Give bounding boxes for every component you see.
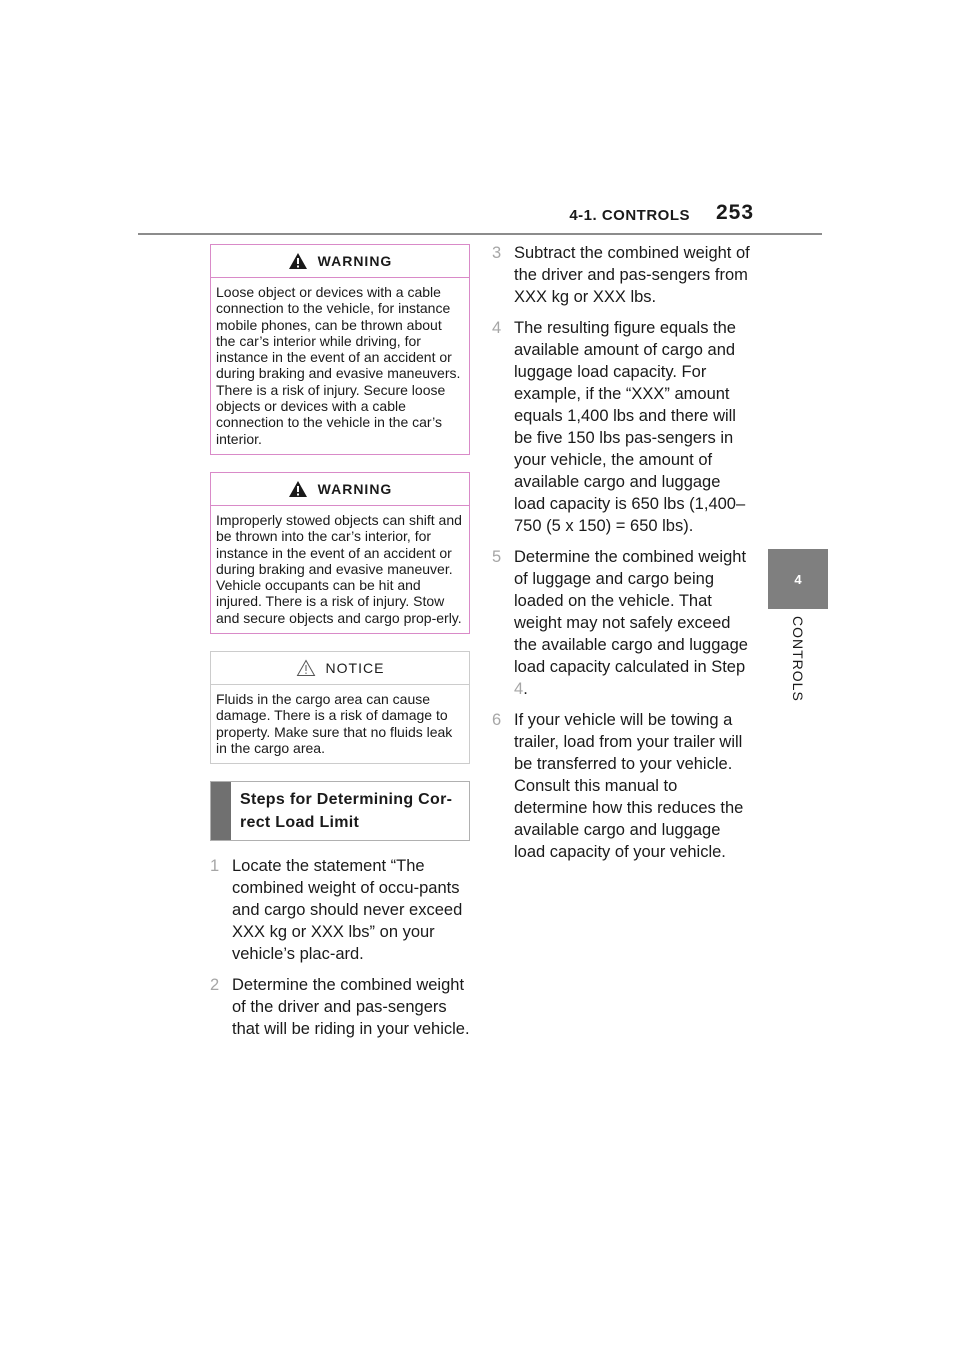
step-text: Subtract the combined weight of the driv…: [514, 244, 750, 306]
warning-text: Loose object or devices with a cable con…: [216, 284, 461, 447]
step-text: Determine the combined weight of the dri…: [232, 976, 470, 1039]
warning-title: WARNING: [317, 480, 393, 497]
section-heading-bar: [211, 782, 231, 841]
notice-text: Fluids in the cargo area can cause damag…: [216, 691, 453, 756]
notice-box: NOTICE Fluids in the cargo area can caus…: [210, 651, 470, 765]
warning-text: Improperly stowed objects can shift and …: [216, 511, 462, 626]
step-number: 4: [492, 319, 502, 337]
step-text-end: .: [523, 680, 528, 698]
step-number: 1: [210, 857, 220, 876]
chapter-tab-label-text: CONTROLS: [790, 616, 806, 702]
notice-box-header: NOTICE: [211, 652, 469, 686]
step-item: 6 If your vehicle will be towing a trail…: [492, 709, 754, 863]
steps-list-left: 1 Locate the statement “The combined wei…: [210, 855, 470, 1040]
step-item: 2 Determine the combined weight of the d…: [210, 974, 470, 1040]
warning-triangle-icon: [288, 253, 307, 269]
step-number: 2: [210, 976, 220, 995]
step-text: Determine the combined weight of luggage…: [514, 548, 748, 676]
chapter-tab-number: 4: [794, 571, 802, 587]
warning-box: WARNING Improperly stowed objects can sh…: [210, 471, 470, 635]
section-heading-text: Steps for Determining Cor-rect Load Limi…: [240, 791, 453, 832]
step-number: 3: [492, 244, 502, 262]
step-number: 6: [492, 711, 502, 729]
header-divider: [138, 233, 822, 235]
left-column: WARNING Loose object or devices with a c…: [210, 244, 470, 1049]
chapter-tab-label: CONTROLS: [770, 616, 826, 726]
step-item: 4 The resulting figure equals the availa…: [492, 317, 754, 537]
step-item: 5 Determine the combined weight of lugga…: [492, 546, 754, 700]
step-number: 5: [492, 548, 502, 566]
section-heading: Steps for Determining Cor-rect Load Limi…: [210, 781, 470, 842]
warning-title: WARNING: [317, 253, 393, 269]
page-number: 253: [716, 201, 755, 224]
step-item: 1 Locate the statement “The combined wei…: [210, 855, 470, 965]
step-text: Locate the statement “The combined weigh…: [232, 857, 463, 964]
warning-box-header: WARNING: [211, 245, 469, 278]
warning-box: WARNING Loose object or devices with a c…: [210, 244, 470, 455]
step-reference-link[interactable]: 4: [514, 680, 524, 698]
chapter-tab[interactable]: 4: [768, 549, 828, 609]
warning-triangle-icon: [288, 480, 307, 497]
section-title: 4-1. CONTROLS: [569, 207, 690, 224]
notice-title: NOTICE: [325, 660, 385, 677]
warning-box-header: WARNING: [211, 473, 469, 506]
step-item: 3 Subtract the combined weight of the dr…: [492, 242, 754, 308]
step-text: The resulting figure equals the availabl…: [514, 319, 746, 535]
steps-list-right: 3 Subtract the combined weight of the dr…: [492, 242, 754, 872]
step-text: If your vehicle will be towing a trailer…: [514, 711, 744, 861]
notice-triangle-icon: [296, 659, 315, 677]
